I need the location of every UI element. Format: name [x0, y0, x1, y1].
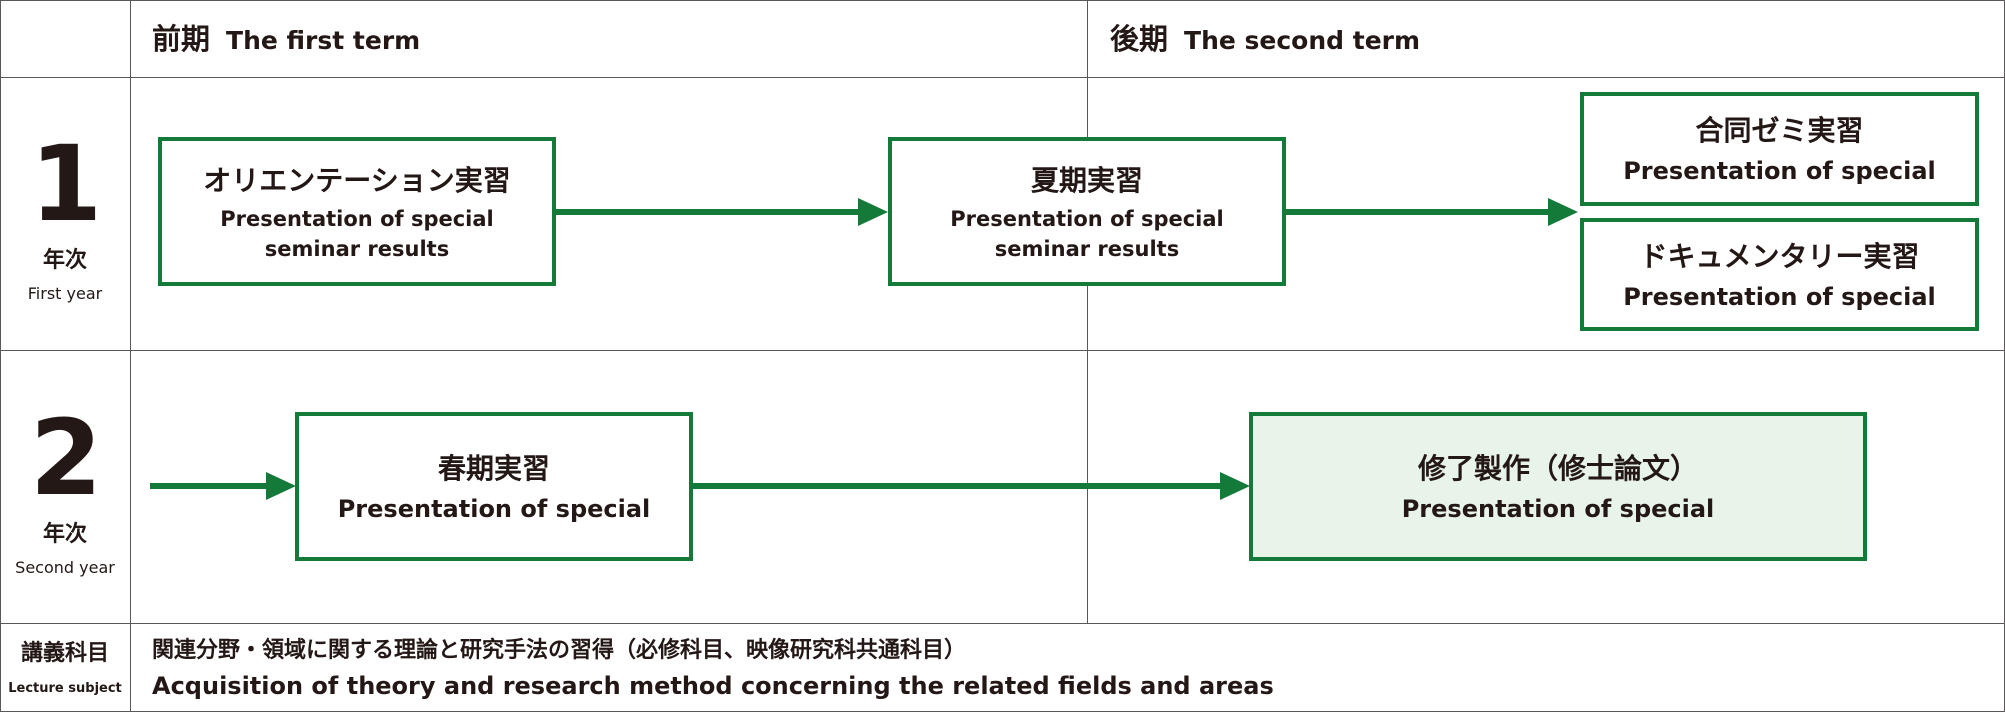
- grid-line-header-bottom: [0, 77, 2005, 78]
- box-joint-seminar-practice: 合同ゼミ実習 Presentation of special: [1580, 92, 1979, 206]
- second-term-jp: 後期: [1110, 22, 1169, 56]
- grid-line-left: [0, 0, 1, 712]
- second-term-header: 後期 The second term: [1110, 16, 1420, 58]
- year-2-label: 2 年次 Second year: [0, 406, 130, 577]
- box-documentary-sub1: Presentation of special: [1623, 282, 1936, 311]
- box-documentary-title: ドキュメンタリー実習: [1639, 239, 1920, 273]
- grid-line-label-column: [130, 0, 131, 712]
- lecture-subject-label: 講義科目 Lecture subject: [0, 623, 130, 696]
- box-spring-title: 春期実習: [437, 451, 550, 485]
- box-summer-title: 夏期実習: [1030, 164, 1143, 198]
- grid-line-top: [0, 0, 2005, 1]
- box-summer-practice: 夏期実習 Presentation of special seminar res…: [888, 137, 1286, 286]
- box-summer-sub1: Presentation of special: [950, 207, 1224, 232]
- year-1-number: 1: [29, 123, 102, 245]
- box-spring-practice: 春期実習 Presentation of special: [295, 412, 693, 561]
- box-documentary-practice: ドキュメンタリー実習 Presentation of special: [1580, 218, 1979, 331]
- lecture-subject-text-jp: 関連分野・領域に関する理論と研究手法の習得（必修科目、映像研究科共通科目）: [152, 638, 967, 663]
- arrow-summer-to-late-term: [1285, 198, 1578, 226]
- second-term-en: The second term: [1184, 26, 1421, 55]
- box-joint-seminar-title: 合同ゼミ実習: [1695, 114, 1864, 148]
- lecture-subject-description: 関連分野・領域に関する理論と研究手法の習得（必修科目、映像研究科共通科目） Ac…: [152, 632, 1274, 700]
- arrow-spring-to-thesis: [690, 472, 1250, 500]
- box-thesis-production: 修了製作（修士論文） Presentation of special: [1249, 412, 1867, 561]
- grid-line-year2-bottom: [0, 623, 2005, 624]
- box-spring-sub1: Presentation of special: [337, 494, 651, 523]
- box-orientation-sub2: seminar results: [264, 236, 450, 261]
- box-joint-seminar-sub1: Presentation of special: [1623, 157, 1936, 186]
- box-summer-sub2: seminar results: [994, 236, 1180, 261]
- grid-line-term-divider: [1087, 0, 1088, 623]
- first-term-header: 前期 The first term: [152, 16, 420, 58]
- year-1-en: First year: [27, 284, 103, 303]
- year-2-en: Second year: [15, 558, 115, 577]
- lecture-subject-text-en: Acquisition of theory and research metho…: [152, 672, 1274, 700]
- box-thesis-sub1: Presentation of special: [1401, 494, 1715, 523]
- box-thesis-title: 修了製作（修士論文）: [1417, 451, 1698, 485]
- arrow-orientation-to-summer: [555, 198, 888, 226]
- year-1-label: 1 年次 First year: [0, 132, 130, 303]
- arrow-into-spring: [150, 472, 296, 500]
- first-term-en: The first term: [226, 26, 421, 55]
- lecture-subject-label-en: Lecture subject: [8, 681, 122, 696]
- first-term-jp: 前期: [152, 22, 211, 56]
- year-1-jp: 年次: [42, 248, 87, 273]
- year-2-number: 2: [29, 397, 102, 519]
- box-orientation-title: オリエンテーション実習: [203, 164, 511, 198]
- box-orientation-practice: オリエンテーション実習 Presentation of special semi…: [158, 137, 556, 286]
- year-2-jp: 年次: [42, 522, 87, 547]
- lecture-subject-label-jp: 講義科目: [20, 641, 109, 666]
- grid-line-year1-bottom: [0, 350, 2005, 351]
- box-orientation-sub1: Presentation of special: [220, 207, 494, 232]
